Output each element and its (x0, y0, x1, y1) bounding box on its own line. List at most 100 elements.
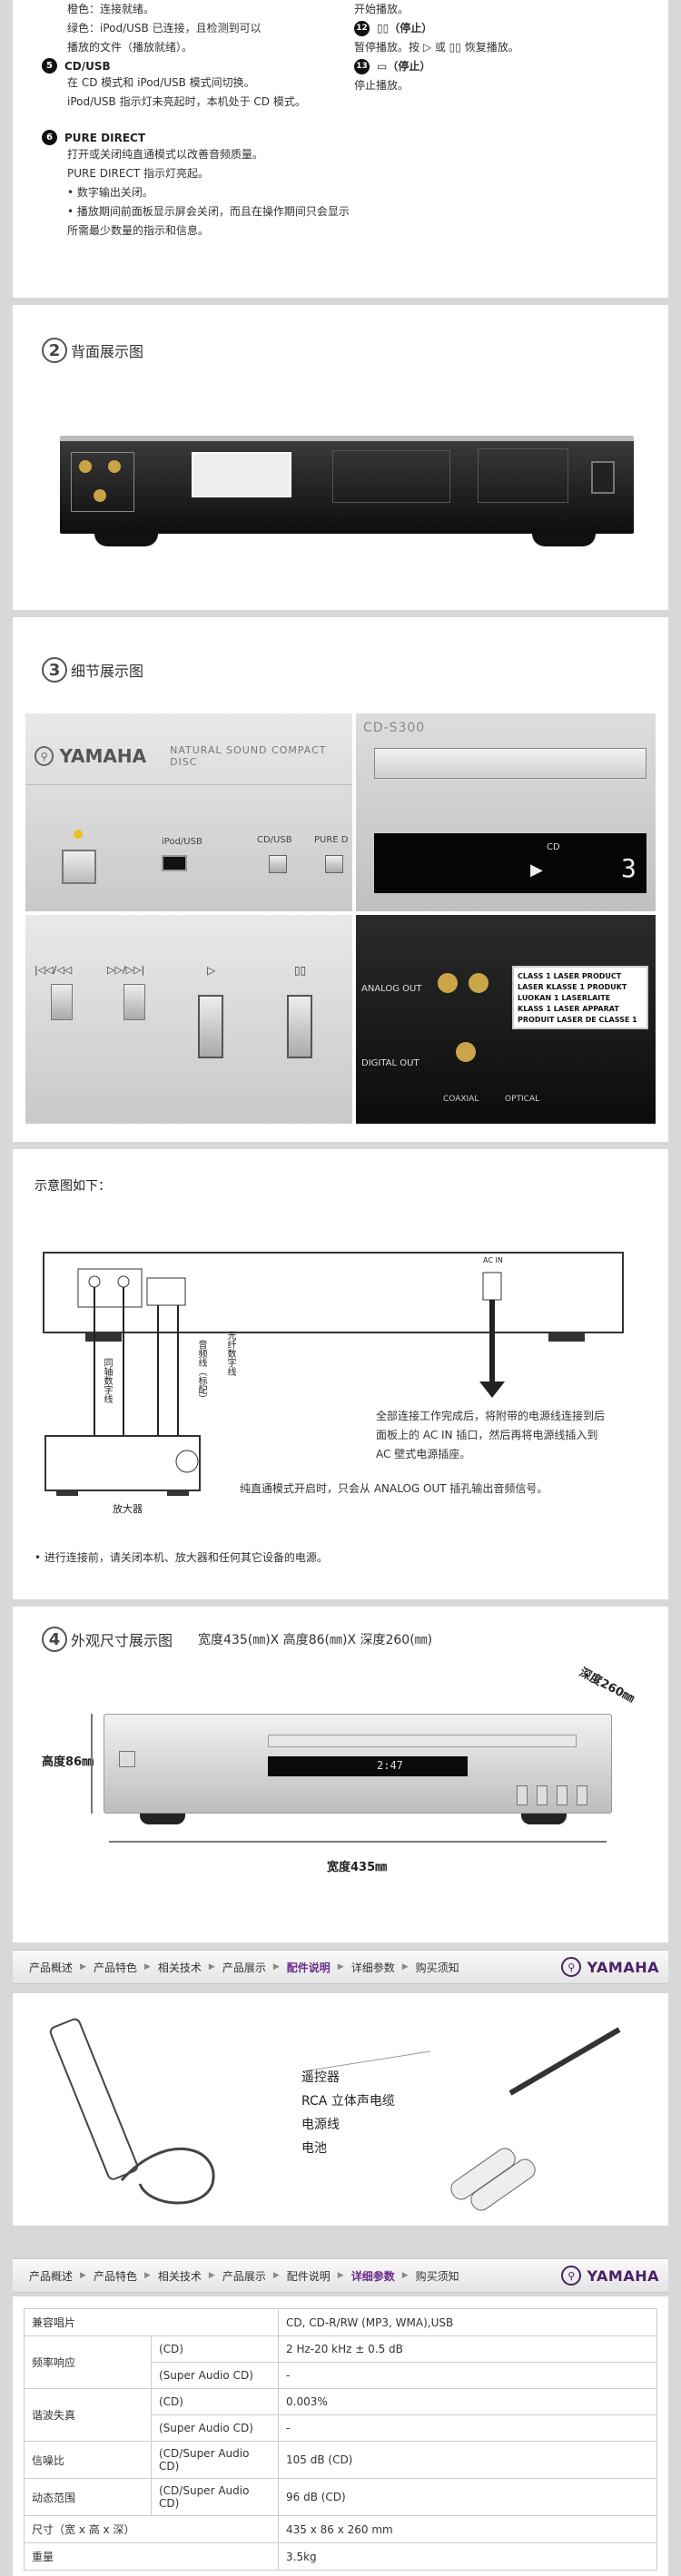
power-indicator (74, 830, 83, 839)
front-display: 2:47 (268, 1756, 468, 1776)
spec-value: 435 x 86 x 260 mm (278, 2515, 657, 2543)
height-arrow (91, 1714, 93, 1814)
nav-arrow-icon: ▶ (143, 1962, 151, 1971)
spec-sublabel: (CD/Super Audio CD) (151, 2441, 279, 2479)
disc-tray[interactable] (374, 748, 646, 779)
spec-label: 尺寸（宽 x 高 x 深） (24, 2515, 279, 2543)
player-front-image: 2:47 (104, 1714, 612, 1814)
spec-value: - (278, 2414, 657, 2442)
item-line: 所需最少数量的指示和信息。 (67, 224, 210, 237)
amplifier-label: 放大器 (113, 1503, 143, 1515)
nav-arrow-icon: ▶ (401, 1962, 409, 1971)
spec-value: 0.003% (278, 2388, 657, 2415)
brand-logo: YAMAHA (59, 745, 147, 767)
nav-arrow-icon: ▶ (272, 1962, 280, 1971)
table-row: 尺寸（宽 x 高 x 深）435 x 86 x 260 mm (24, 2515, 657, 2543)
nav-item-specs[interactable]: 详细参数 (350, 1961, 395, 1974)
item-line: 开始播放。 (354, 3, 410, 15)
pause-button[interactable] (287, 995, 312, 1058)
nav-arrow-icon: ▶ (272, 2271, 280, 2280)
player-foot (548, 1332, 585, 1342)
nav-arrow-icon: ▶ (208, 1962, 215, 1971)
skip-fwd-button[interactable] (123, 984, 145, 1020)
spec-value: 96 dB (CD) (278, 2478, 657, 2516)
note-line: AC 壁式电源插座。 (376, 1448, 471, 1460)
connection-diagram-panel: 示意图如下： 音频线（标配） 同轴数字线 光纤数字线 AC IN 放大器 全部连… (13, 1149, 668, 1599)
nav-item-features[interactable]: 产品特色 (93, 1961, 137, 1974)
transport-button (537, 1785, 548, 1805)
spec-sublabel: (Super Audio CD) (151, 2362, 279, 2389)
spec-label: 谐波失真 (24, 2388, 152, 2442)
nav-item-accessories[interactable]: 配件说明 (286, 2269, 331, 2283)
accessory-item: RCA 立体声电缆 (301, 2094, 395, 2109)
item-line: • 播放期间前面板显示屏会关闭，而且在操作期间只会显示 (67, 205, 350, 218)
number-badge: 6 (42, 130, 57, 145)
yamaha-tuning-fork-icon: ⚲ (561, 1957, 582, 1977)
remote-control-icon (49, 2018, 139, 2180)
spec-sublabel: (CD/Super Audio CD) (151, 2478, 279, 2516)
intro-right: 开始播放。 12 ▯▯（停止） 暂停播放。按 ▷ 或 ▯▯ 恢复播放。 13 ▭… (354, 0, 519, 95)
amplifier-body (44, 1435, 201, 1491)
rca-jack-left (438, 973, 458, 993)
usb-port[interactable] (162, 855, 187, 871)
nav-arrow-icon: ▶ (208, 2271, 215, 2280)
amp-foot (167, 1490, 189, 1496)
analog-out-jacks (71, 452, 134, 512)
nav-item-purchase[interactable]: 购买须知 (415, 2269, 459, 2283)
pure-direct-button[interactable] (325, 855, 343, 873)
cable-label-optical: 光纤数字线 (225, 1331, 235, 1376)
spec-label: 动态范围 (24, 2478, 152, 2516)
section-title: 2 背面展示图 (42, 338, 143, 363)
skip-fwd-label: ▷▷/▷▷| (107, 964, 145, 976)
skip-back-label: |◁◁/◁◁ (35, 964, 73, 976)
play-icon: ▶ (530, 860, 543, 880)
foot (140, 1814, 185, 1824)
yamaha-plate (478, 448, 568, 503)
nav-item-showcase[interactable]: 产品展示 (222, 1961, 266, 1974)
yamaha-tuning-fork-icon: ⚲ (35, 746, 54, 766)
intro-panel: 橙色：连接就绪。 绿色：iPod/USB 已连接，且检测到可以 播放的文件（播放… (13, 0, 668, 298)
table-row: (Super Audio CD)- (25, 2414, 657, 2442)
cd-usb-button[interactable] (269, 855, 287, 873)
nav-item-overview[interactable]: 产品概述 (29, 1961, 74, 1974)
note-line: 全部连接工作完成后，将附带的电源线连接到后 (376, 1410, 606, 1422)
yamaha-tuning-fork-icon: ⚲ (561, 2266, 582, 2286)
power-button[interactable] (62, 850, 96, 884)
spec-sublabel: (CD) (151, 2335, 279, 2363)
display-track-number: 3 (621, 853, 637, 883)
nav-item-purchase[interactable]: 购买须知 (415, 1961, 459, 1974)
nav-item-specs[interactable]: 详细参数 (350, 2269, 395, 2283)
accessories-illustration (49, 2018, 621, 2211)
disc-tray (268, 1735, 577, 1747)
transport-button (517, 1785, 528, 1805)
intro-item-5: 5 CD/USB 在 CD 模式和 iPod/USB 模式间切换。 iPod/U… (42, 58, 341, 112)
nav-item-technology[interactable]: 相关技术 (157, 2269, 202, 2283)
digital-out-label: DIGITAL OUT (361, 1058, 419, 1068)
item-line: iPod/USB 指示灯未亮起时，本机处于 CD 模式。 (67, 95, 306, 108)
play-button[interactable] (198, 995, 223, 1058)
transport-buttons-photo: |◁◁/◁◁ ▷▷/▷▷| ▷ ▯▯ (25, 915, 352, 1124)
nav-item-accessories[interactable]: 配件说明 (286, 1961, 331, 1974)
section-label: 背面展示图 (71, 343, 144, 360)
digital-panel (146, 1277, 186, 1306)
nav-item-showcase[interactable]: 产品展示 (222, 2269, 266, 2283)
item-line: 停止播放。 (354, 79, 410, 92)
nav-item-technology[interactable]: 相关技术 (157, 1961, 202, 1974)
note-line: 面板上的 AC IN 插口，然后再将电源线插入到 (376, 1429, 598, 1441)
intro-line: 绿色：iPod/USB 已连接，且检测到可以 (67, 22, 262, 34)
skip-back-button[interactable] (51, 984, 73, 1020)
item-line: PURE DIRECT 指示灯亮起。 (67, 167, 209, 180)
rear-jacks-photo: ANALOG OUT DIGITAL OUT COAXIAL OPTICAL C… (356, 915, 656, 1124)
nav-item-overview[interactable]: 产品概述 (29, 2269, 74, 2283)
rca-cable-icon (508, 2027, 621, 2096)
section-label: 外观尺寸展示图 (71, 1632, 173, 1649)
accessory-item: 遥控器 (301, 2070, 340, 2085)
coaxial-jack (456, 1042, 476, 1062)
item-line: 暂停播放。按 ▷ 或 ▯▯ 恢复播放。 (354, 41, 519, 54)
number-badge: 13 (354, 59, 370, 74)
pure-direct-note: 纯直通模式开启时，只会从 ANALOG OUT 插孔输出音频信号。 (240, 1482, 548, 1495)
front-display: CD ▶ 3 (374, 833, 646, 893)
spec-value: 105 dB (CD) (278, 2441, 657, 2479)
display-cd-text: CD (547, 842, 560, 852)
nav-item-features[interactable]: 产品特色 (93, 2269, 137, 2283)
